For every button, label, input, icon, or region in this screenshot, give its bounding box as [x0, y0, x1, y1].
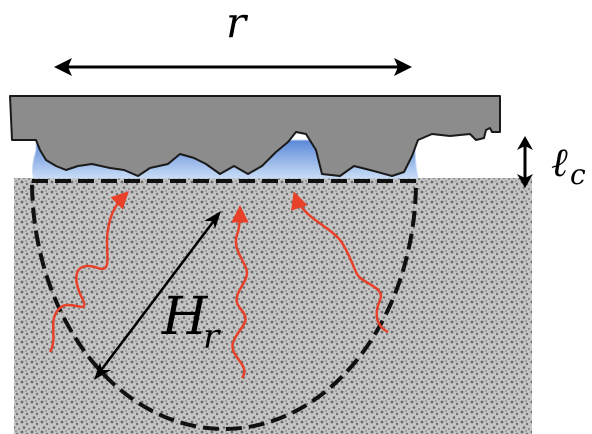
dashed-region-outline — [29, 179, 419, 431]
radius-label: H — [161, 287, 209, 347]
heat-flux-arrow-icon — [48, 191, 129, 353]
heat-flux-arrow-icon — [231, 205, 249, 379]
rough-body — [9, 95, 501, 177]
gap-arrow-icon — [517, 136, 533, 188]
radius-arrow-icon — [94, 211, 221, 380]
radius-label-subscript: r — [203, 317, 221, 357]
substrate — [14, 178, 532, 434]
gap-label: ℓ — [551, 140, 568, 186]
width-label: r — [226, 0, 249, 47]
width-arrow-icon — [54, 58, 412, 76]
heat-flux-arrow-icon — [291, 191, 389, 334]
gap-label-subscript: c — [570, 158, 586, 191]
